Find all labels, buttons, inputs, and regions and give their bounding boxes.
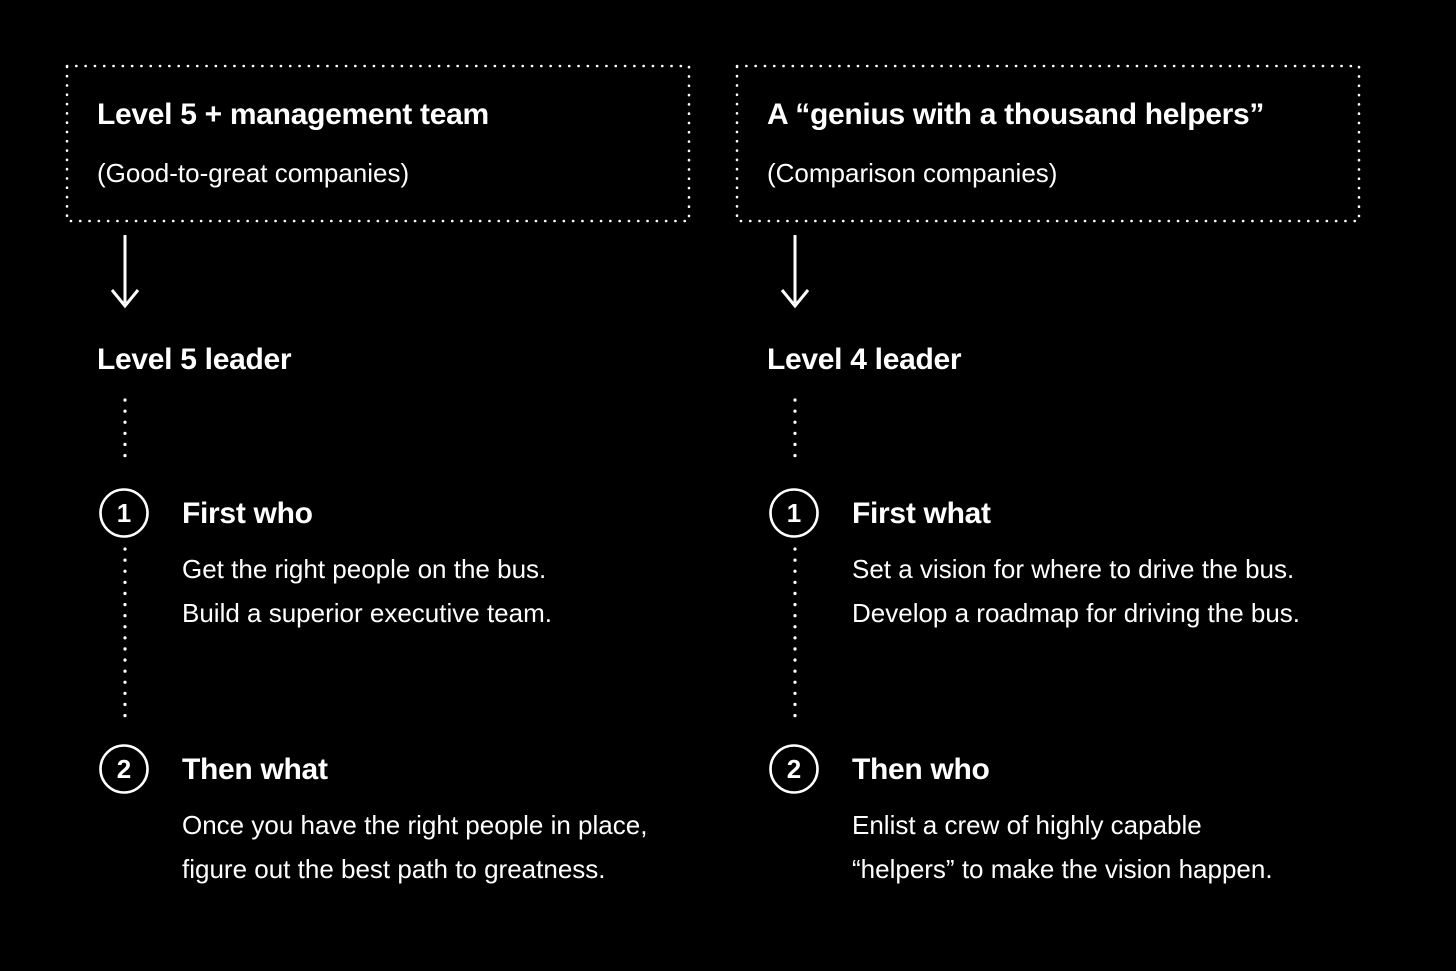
leader-label: Level 4 leader [767,343,962,376]
step-number: 1 [786,498,802,528]
step-number: 1 [116,498,132,528]
step-title: Then who [852,753,990,786]
step-number: 2 [786,754,802,784]
step-description-line: figure out the best path to greatness. [182,854,606,884]
box-subtitle: (Comparison companies) [767,158,1058,188]
step-number-badge [769,744,819,794]
step-description: Once you have the right people in place,… [182,803,647,891]
step-title: First what [852,497,991,530]
step-description: Set a vision for where to drive the bus.… [852,547,1300,635]
leader-label: Level 5 leader [97,343,292,376]
down-arrow-icon [780,235,810,309]
step-description-line: Develop a roadmap for driving the bus. [852,598,1301,628]
dotted-connector [123,398,127,468]
column-good-to-great: Level 5 + management team (Good-to-great… [65,64,691,891]
step-number: 2 [116,754,132,784]
step-description-line: Once you have the right people in place, [182,810,648,840]
step-number-badge [769,488,819,538]
dotted-connector [123,547,127,725]
step-title: Then what [182,753,328,786]
step-description: Enlist a crew of highly capable “helpers… [852,803,1273,891]
step-description-line: Get the right people on the bus. [182,554,547,584]
dotted-box-border [65,64,691,223]
box-title: A “genius with a thousand helpers” [767,98,1265,131]
step-description-line: Build a superior executive team. [182,598,552,628]
step-description-line: Enlist a crew of highly capable [852,810,1202,840]
step-description-line: Set a vision for where to drive the bus. [852,554,1295,584]
dotted-connector [793,398,797,468]
step-number-badge [99,744,149,794]
dotted-connector [793,547,797,725]
step-description-line: “helpers” to make the vision happen. [852,854,1273,884]
box-subtitle: (Good-to-great companies) [97,158,410,188]
step-number-badge [99,488,149,538]
down-arrow-icon [110,235,140,309]
box-title: Level 5 + management team [97,98,489,131]
column-comparison: A “genius with a thousand helpers” (Comp… [670,0,1398,971]
dotted-box-border [735,64,1361,223]
step-description: Get the right people on the bus. Build a… [182,547,552,635]
step-title: First who [182,497,313,530]
